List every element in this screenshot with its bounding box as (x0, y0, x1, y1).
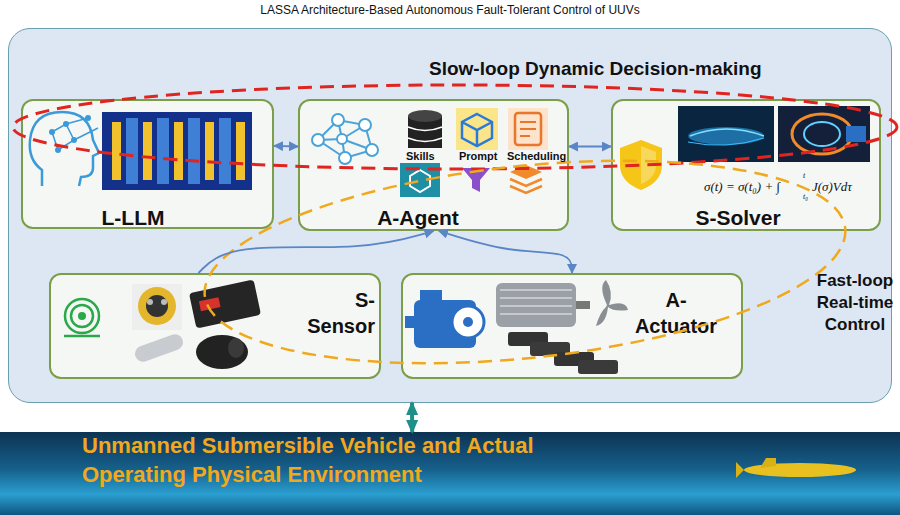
system-container: Slow-loop Dynamic Decision-makingFast-lo… (8, 28, 892, 403)
actuator-box: A- Actuator (401, 273, 743, 379)
icon-caption: Skills (406, 150, 435, 163)
agent-box: A-Agent (298, 99, 569, 231)
node-title: Unmanned Submersible Vehicle and Actual … (82, 432, 572, 489)
solver-box: S-Solver (611, 99, 881, 231)
formula-limit: t₀ (803, 192, 808, 202)
diagram-title: LASSA Architecture-Based Autonomous Faul… (0, 3, 900, 17)
formula-limit: t (803, 171, 805, 181)
connector-arrow (410, 403, 414, 432)
node-title: S-Solver (688, 204, 788, 231)
node-title: A-Agent (368, 204, 468, 231)
node-title: A- Actuator (629, 287, 723, 339)
formula-text: J(σ)Vdτ (812, 179, 852, 195)
node-subtitle: Fast-loop Real-time Control (813, 270, 897, 336)
icon-caption: Scheduling (507, 150, 566, 163)
node-title: L-LLM (83, 204, 183, 231)
sensor-box: S- Sensor (49, 273, 381, 379)
formula-text: σ(t) = σ(t₀) + ∫ (704, 179, 780, 195)
node-title: Slow-loop Dynamic Decision-making (429, 57, 889, 82)
environment-band: Unmanned Submersible Vehicle and Actual … (0, 432, 900, 515)
icon-caption: Prompt (459, 150, 498, 163)
node-title: S- Sensor (299, 287, 375, 339)
llm-box: L-LLM (21, 99, 274, 229)
